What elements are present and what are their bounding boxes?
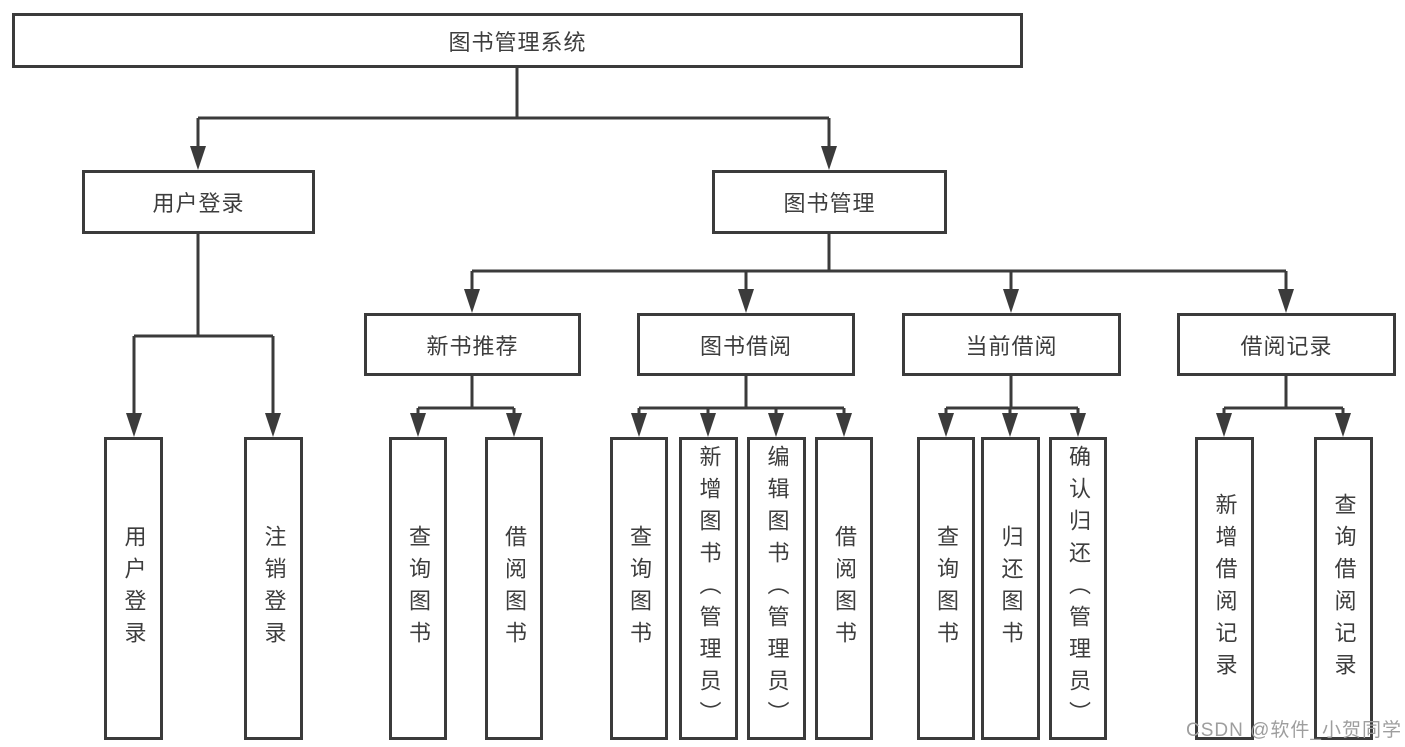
node-new-book-recommend: 新书推荐: [364, 313, 581, 376]
connector-new-book-recommend-to-leaves: [410, 376, 522, 437]
leaf-borrow-edit-book-admin: 编辑图书（管理员）: [747, 437, 806, 740]
leaf-borrow-add-book-admin: 新增图书（管理员）: [679, 437, 738, 740]
node-label: 用户登录: [152, 191, 245, 216]
csdn-watermark: CSDN @软件_小贺同学: [1186, 720, 1402, 741]
connector-current-borrow-to-leaves: [938, 376, 1086, 437]
leaf-recommend-borrow-book: 借阅图书: [485, 437, 543, 740]
leaf-records-query-record: 查询借阅记录: [1314, 437, 1373, 740]
node-current-borrow: 当前借阅: [902, 313, 1121, 376]
node-label: 图书借阅: [699, 333, 792, 359]
node-label: 图书管理系统: [448, 29, 587, 55]
leaf-records-add-record: 新增借阅记录: [1195, 437, 1254, 740]
node-book-borrow: 图书借阅: [637, 313, 855, 376]
leaf-user-login: 用户登录: [104, 437, 163, 740]
leaf-label: 确认归还（管理员）: [1066, 444, 1091, 733]
leaf-label: 新增图书（管理员）: [696, 444, 722, 733]
leaf-recommend-query-book: 查询图书: [389, 437, 447, 740]
leaf-label: 查询借阅记录: [1331, 492, 1357, 685]
leaf-label: 新增借阅记录: [1212, 492, 1238, 685]
node-label: 图书管理: [783, 191, 876, 216]
leaf-label: 查询图书: [406, 524, 431, 653]
leaf-label: 用户登录: [121, 524, 147, 653]
connector-book-borrow-to-leaves: [631, 376, 852, 437]
leaf-label: 查询图书: [934, 524, 959, 653]
leaf-label: 借阅图书: [832, 524, 857, 653]
connector-user-login-to-leaves: [126, 233, 281, 437]
node-book-management: 图书管理: [712, 170, 947, 234]
leaf-label: 借阅图书: [502, 524, 527, 653]
leaf-label: 查询图书: [627, 524, 652, 653]
connector-root-to-level2: [190, 68, 837, 170]
node-user-login: 用户登录: [82, 170, 315, 234]
leaf-borrow-query-book: 查询图书: [610, 437, 668, 740]
leaf-label: 编辑图书（管理员）: [764, 444, 790, 733]
leaf-current-confirm-return-admin: 确认归还（管理员）: [1049, 437, 1107, 740]
node-library-management-system: 图书管理系统: [12, 13, 1023, 68]
connector-borrow-records-to-leaves: [1216, 376, 1351, 437]
leaf-current-query-book: 查询图书: [917, 437, 975, 740]
node-label: 新书推荐: [426, 333, 519, 359]
leaf-label: 归还图书: [998, 524, 1024, 653]
node-borrow-records: 借阅记录: [1177, 313, 1396, 376]
leaf-label: 注销登录: [261, 524, 287, 653]
connector-book-management-to-level3: [464, 234, 1294, 313]
leaf-current-return-book: 归还图书: [981, 437, 1040, 740]
leaf-logout-login: 注销登录: [244, 437, 303, 740]
node-label: 当前借阅: [965, 333, 1058, 359]
node-label: 借阅记录: [1240, 333, 1333, 359]
leaf-borrow-borrow-book: 借阅图书: [815, 437, 873, 740]
